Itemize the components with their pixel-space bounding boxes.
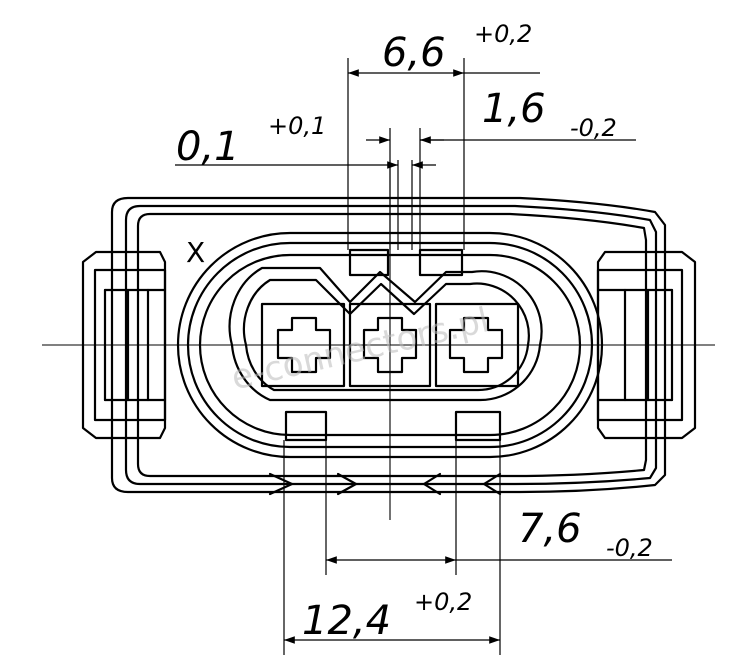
dim-0-1-value: 0,1 [176,124,240,170]
dim-12-4-tolerance: +0,2 [414,588,472,616]
dim-12-4-value: 12,4 [302,598,391,644]
coding-keys [284,248,502,442]
dim-7-6-tolerance: -0,2 [606,534,653,562]
terminal-cross-3 [448,316,504,374]
dim-0-1-tolerance: +0,1 [268,112,326,140]
terminal-cavity [228,266,543,402]
extension-lines [283,58,501,655]
dim-6-6-value: 6,6 [382,30,446,76]
marker-x-label: X [186,236,205,269]
dimension-lines [175,69,672,644]
dimension-labels: 6,6 +0,2 1,6 -0,2 0,1 +0,1 7,6 -0,2 12,4… [176,20,653,644]
right-latch [596,250,697,440]
left-latch [81,250,167,440]
terminal-cross-1 [276,316,332,374]
dim-7-6-value: 7,6 [518,506,582,552]
dim-1-6-tolerance: -0,2 [570,114,617,142]
terminal-cross-2 [362,316,418,374]
bottom-ribs [268,472,502,496]
dim-6-6-tolerance: +0,2 [474,20,532,48]
seal-rings [176,231,604,459]
terminals [260,302,520,388]
dim-1-6-value: 1,6 [482,86,546,132]
watermark: e-connectors.pl [228,300,493,398]
connector-housing [110,196,667,494]
